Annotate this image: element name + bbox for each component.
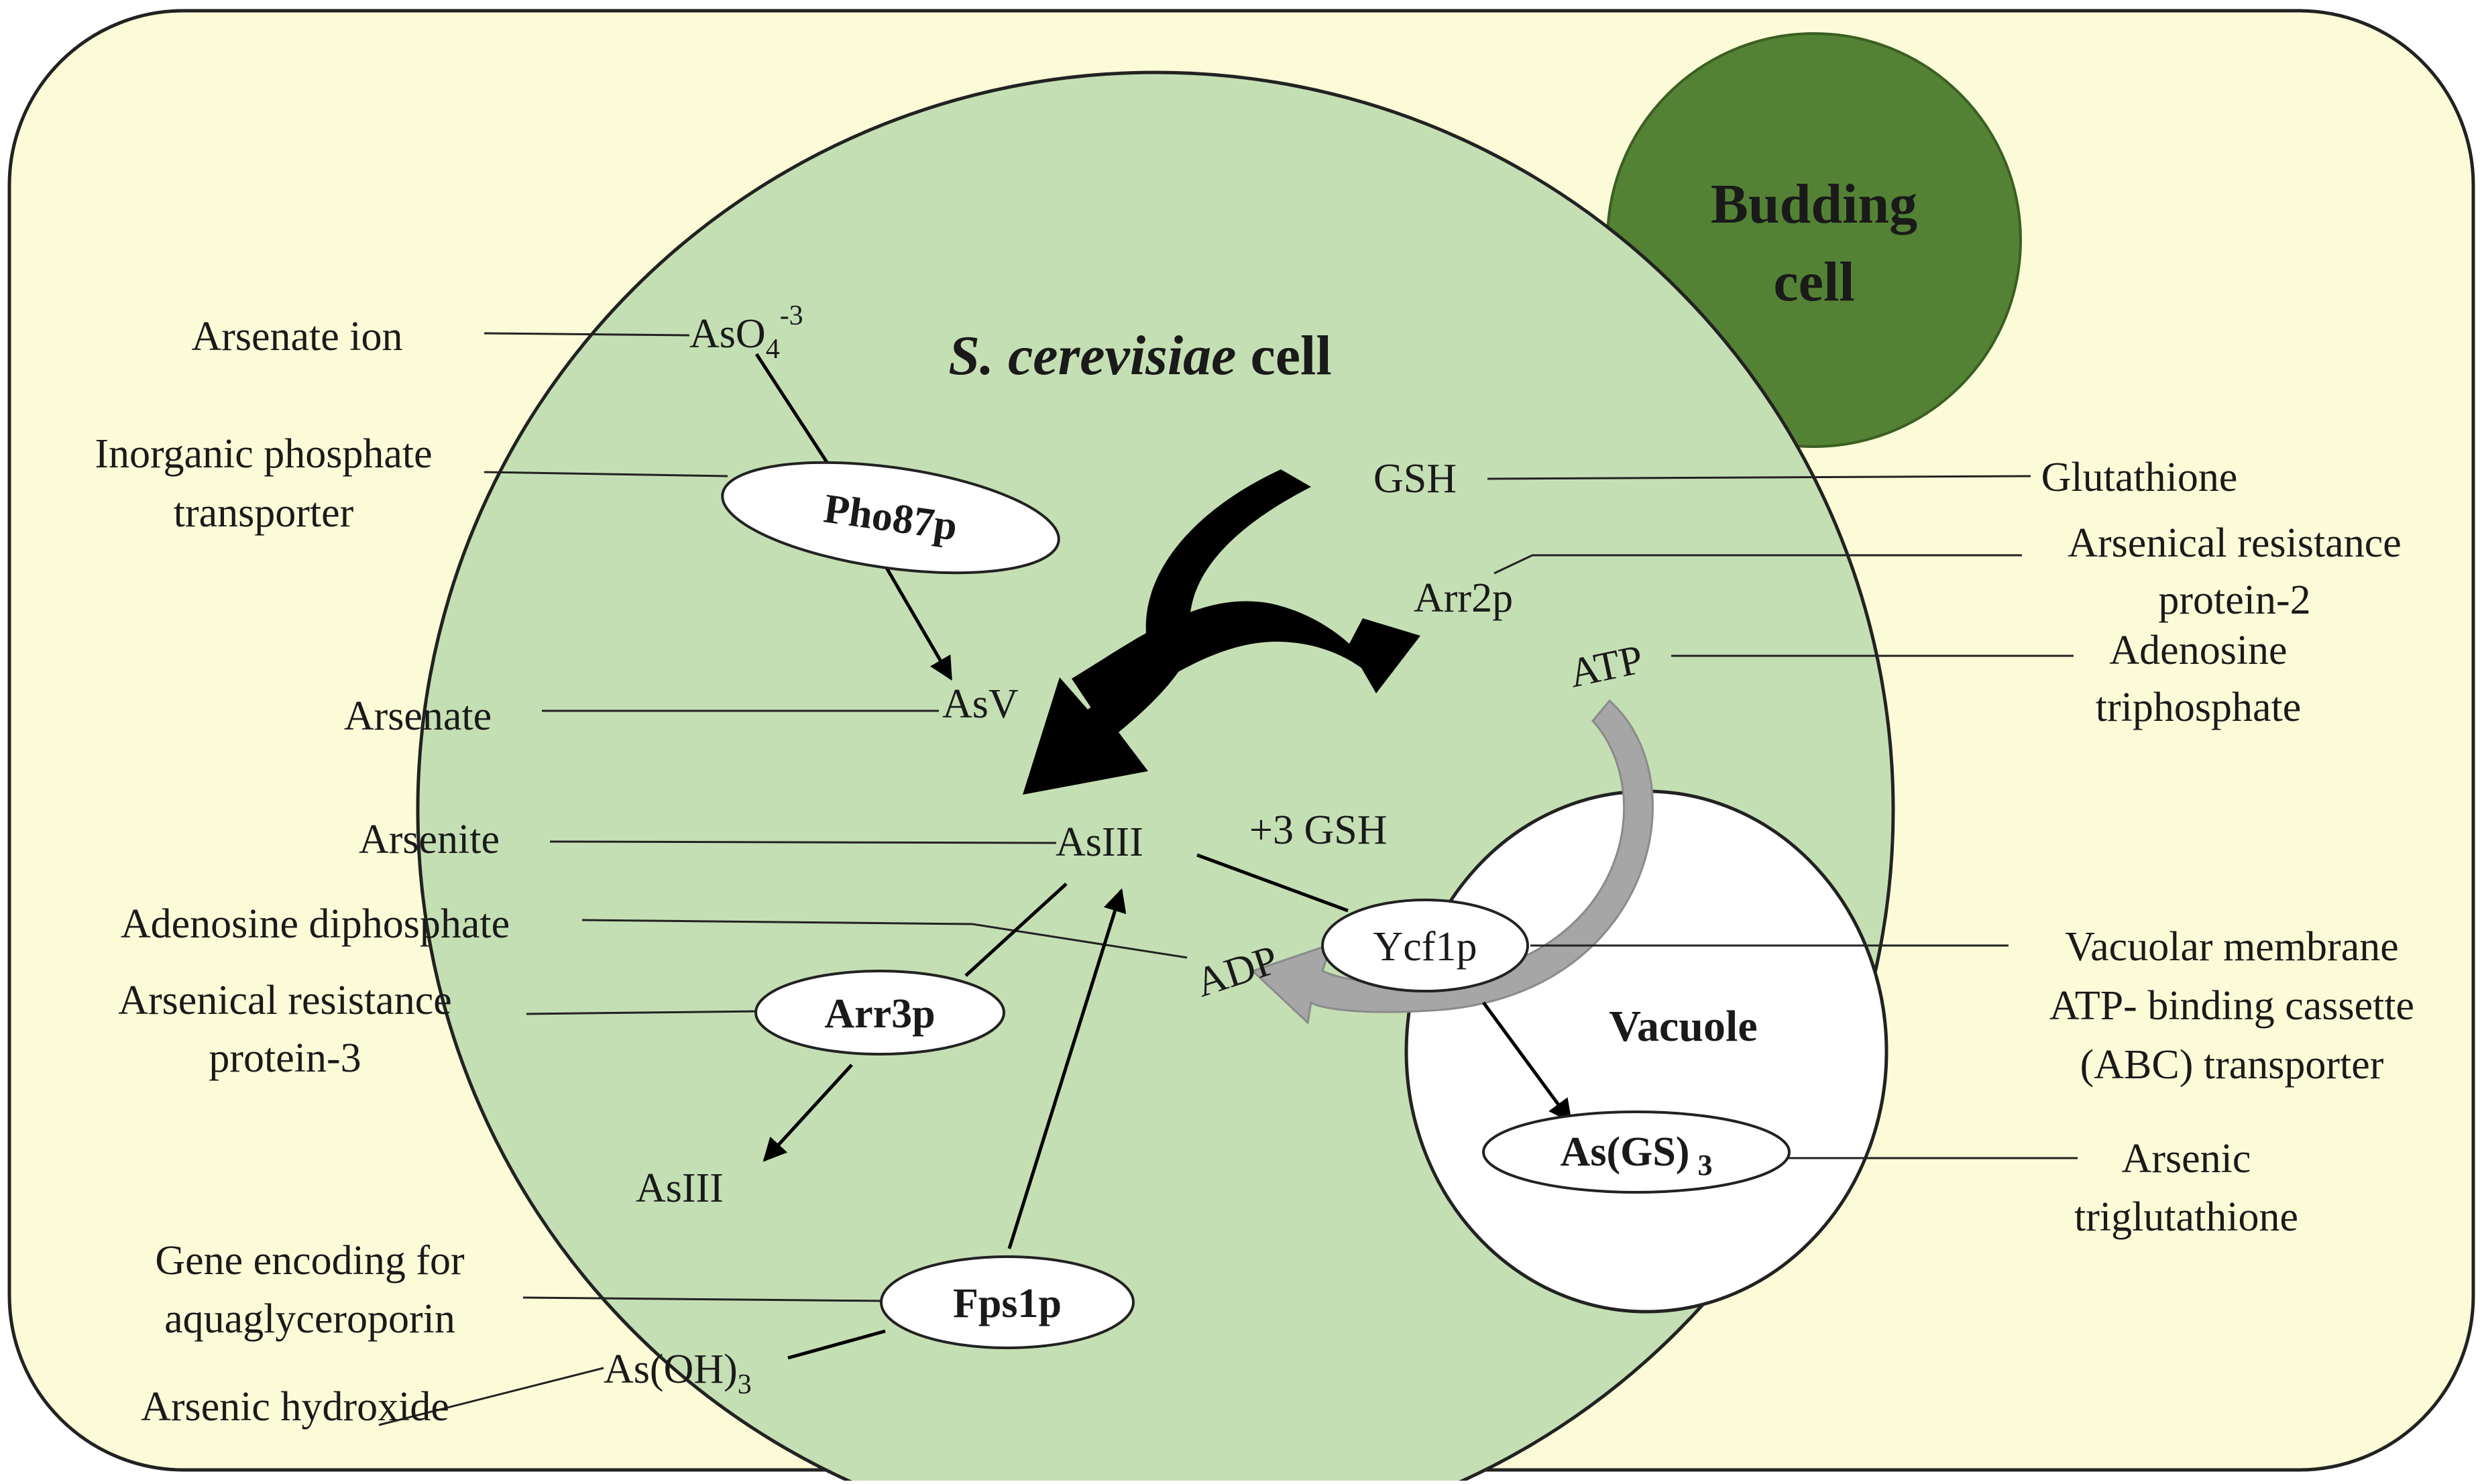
asiii-out-node: AsIII xyxy=(636,1165,724,1211)
annot-fps1-2: aquaglyceroporin xyxy=(164,1296,455,1342)
annot-ycf1-2: ATP- binding cassette xyxy=(2049,983,2414,1029)
aso4-sup: -3 xyxy=(780,300,803,331)
gray-arrow-atp-to-adp xyxy=(1251,699,1654,1025)
asiii-node: AsIII xyxy=(1056,819,1143,865)
annot-asgs3-2: triglutathione xyxy=(2074,1194,2298,1240)
annot-ycf1-3: (ABC) transporter xyxy=(2080,1042,2384,1088)
ycf1p-transporter xyxy=(1321,899,1529,992)
arr3p-label: Arr3p xyxy=(824,991,935,1037)
annot-arr3-2: protein-3 xyxy=(209,1035,361,1081)
fps1p-label: Fps1p xyxy=(953,1281,1062,1326)
arr3p-transporter xyxy=(754,970,1005,1055)
aso4-node: AsO4-3 xyxy=(689,300,803,365)
arr2p-node: Arr2p xyxy=(1414,575,1513,621)
annot-arr2-2: protein-2 xyxy=(2158,577,2310,623)
annot-arsenate-ion: Arsenate ion xyxy=(191,314,402,359)
cell-title-rest: cell xyxy=(1236,325,1331,387)
annot-atp-2: triphosphate xyxy=(2096,685,2302,730)
aso4-sub: 4 xyxy=(766,334,780,365)
asgs3-label: As(GS)3 xyxy=(1561,1129,1713,1182)
pathway-arrows xyxy=(754,353,1573,1360)
annot-fps1-1: Gene encoding for xyxy=(155,1238,465,1283)
asgs3-sub: 3 xyxy=(1697,1149,1712,1182)
asoh3-node: As(OH)3 xyxy=(604,1347,752,1400)
vacuole-label: Vacuole xyxy=(1609,1002,1757,1051)
annot-atp-1: Adenosine xyxy=(2109,628,2287,673)
asoh3-sub: 3 xyxy=(738,1369,752,1400)
annot-arsenic-hydroxide: Arsenic hydroxide xyxy=(141,1384,449,1430)
annot-arsenate: Arsenate xyxy=(344,693,492,739)
budding-label-line1: Budding xyxy=(1711,173,1917,235)
annot-ycf1-1: Vacuolar membrane xyxy=(2065,924,2398,970)
cell-title-italic: S. cerevisiae xyxy=(948,325,1236,387)
leader-lines xyxy=(378,332,2078,1426)
gsh-node: GSH xyxy=(1373,456,1457,502)
annot-pi-transporter-1: Inorganic phosphate xyxy=(95,431,432,477)
asgs3-base: As(GS) xyxy=(1561,1129,1690,1175)
budding-label-line2: cell xyxy=(1773,251,1854,313)
pho87p-transporter xyxy=(721,461,1060,575)
asv-node: AsV xyxy=(942,681,1019,727)
cell-title: S. cerevisiae cell xyxy=(948,325,1331,387)
vacuole xyxy=(1404,789,1888,1314)
annot-arsenite: Arsenite xyxy=(359,817,500,862)
annot-asgs3-1: Arsenic xyxy=(2122,1136,2251,1182)
annot-arr2-1: Arsenical resistance xyxy=(2068,520,2401,566)
asoh3-base: As(OH) xyxy=(604,1347,738,1392)
plus-3-gsh-node: +3 GSH xyxy=(1249,807,1388,853)
annot-adp: Adenosine diphosphate xyxy=(121,901,510,947)
annot-glutathione: Glutathione xyxy=(2041,455,2238,500)
swirl-arrow-to-arr2p xyxy=(1072,601,1420,721)
ycf1p-label: Ycf1p xyxy=(1373,924,1477,970)
annot-pi-transporter-2: transporter xyxy=(174,490,354,536)
aso4-base: AsO xyxy=(689,311,766,357)
annot-arr3-1: Arsenical resistance xyxy=(118,978,451,1023)
fps1p-channel xyxy=(880,1255,1135,1349)
asgs3-complex xyxy=(1482,1110,1791,1194)
